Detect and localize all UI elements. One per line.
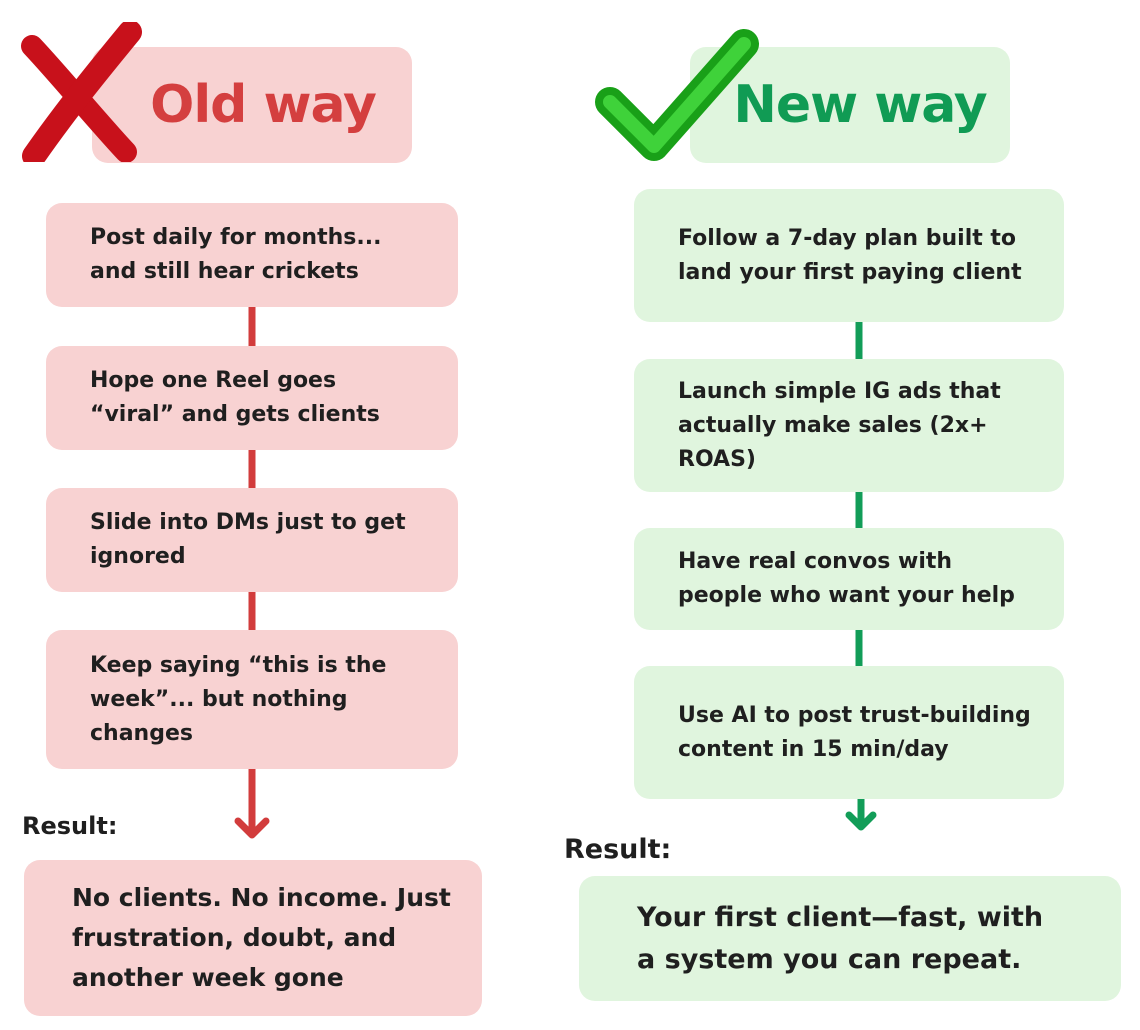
- old-arrow-head: [234, 817, 270, 839]
- new-step-2: Launch simple IG ads that actually make …: [634, 359, 1064, 492]
- new-result-box: Your first client—fast, with a system yo…: [579, 876, 1121, 1001]
- new-step-1: Follow a 7-day plan built to land your f…: [634, 189, 1064, 322]
- old-way-title-text: Old way: [150, 75, 377, 135]
- old-step-3: Slide into DMs just to get ignored: [46, 488, 458, 592]
- old-step-1: Post daily for months... and still hear …: [46, 203, 458, 307]
- green-check-icon: [595, 29, 759, 161]
- old-step-4: Keep saying “this is the week”... but no…: [46, 630, 458, 769]
- old-result-label: Result:: [22, 812, 118, 840]
- new-way-title: New way: [690, 47, 1010, 163]
- old-way-title: Old way: [92, 47, 412, 163]
- new-step-4: Use AI to post trust-building content in…: [634, 666, 1064, 799]
- new-arrow-head: [845, 811, 877, 831]
- new-result-text: Your first client—fast, with a system yo…: [637, 901, 1044, 975]
- red-x-icon: [21, 22, 142, 162]
- old-result-text: No clients. No income. Just frustration,…: [72, 883, 451, 992]
- new-step-3: Have real convos with people who want yo…: [634, 528, 1064, 630]
- new-way-title-text: New way: [733, 75, 987, 135]
- old-step-2: Hope one Reel goes “viral” and gets clie…: [46, 346, 458, 450]
- old-result-box: No clients. No income. Just frustration,…: [24, 860, 482, 1016]
- new-result-label: Result:: [564, 834, 672, 865]
